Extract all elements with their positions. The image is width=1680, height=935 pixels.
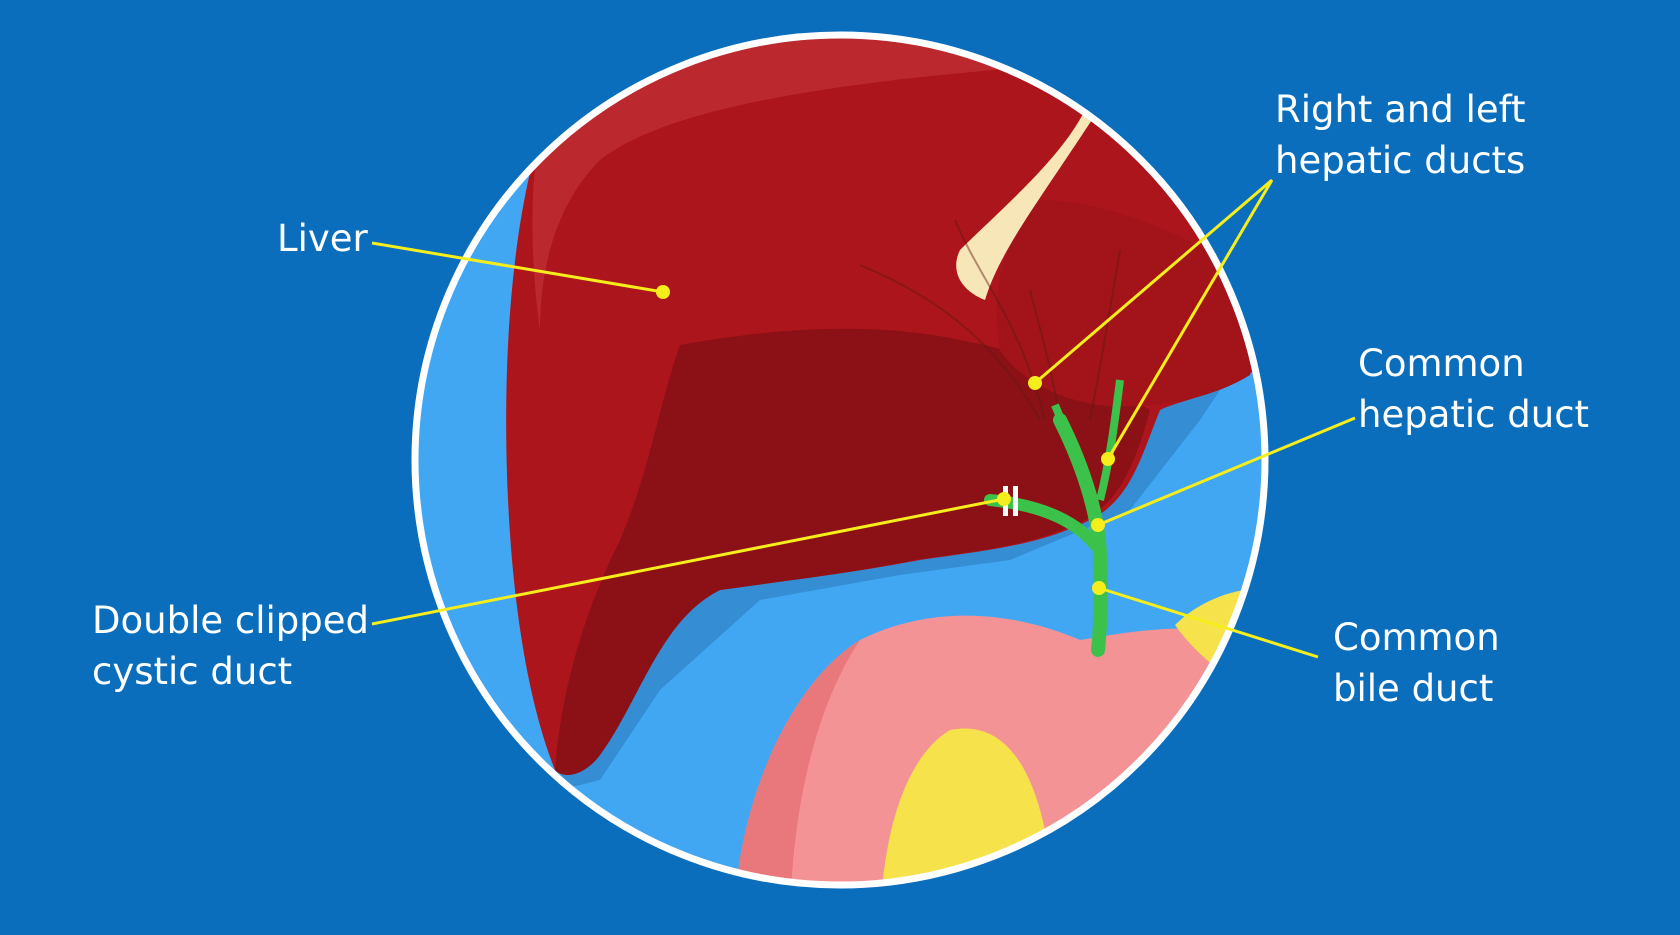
label-right-left-hepatic-ducts: Right and left hepatic ducts: [1275, 84, 1526, 186]
label-liver-text: Liver: [277, 217, 368, 260]
vessel-lines: [859, 219, 1121, 421]
right-hepatic-duct: [1051, 403, 1094, 492]
leader-left-hepatic: [1106, 179, 1274, 460]
label-liver: Liver: [277, 213, 368, 264]
label-common-bile-line-2: bile duct: [1333, 667, 1494, 710]
label-right-left-hepatic-line-1: Right and left: [1275, 88, 1526, 131]
dot-common-hepatic: [1091, 518, 1105, 532]
dot-cystic: [997, 492, 1011, 506]
label-double-clipped-cystic-duct: Double clipped cystic duct: [92, 595, 369, 697]
label-right-left-hepatic-line-2: hepatic ducts: [1275, 139, 1526, 182]
ligament: [956, 110, 1095, 300]
dot-common-bile: [1092, 581, 1106, 595]
liver-lower-lobe: [555, 328, 1150, 775]
leader-right-hepatic: [1034, 178, 1273, 385]
leader-common-bile: [1098, 586, 1319, 659]
clip-2: [1013, 486, 1018, 516]
liver-highlight: [532, 35, 1100, 330]
dot-right-hepatic: [1028, 376, 1042, 390]
left-hepatic-duct: [1096, 379, 1124, 501]
dot-liver: [656, 285, 670, 299]
duodenum-shade: [734, 640, 860, 885]
dot-left-hepatic: [1101, 452, 1115, 466]
label-cystic-line-2: cystic duct: [92, 650, 293, 693]
leader-cystic: [371, 497, 1005, 626]
label-common-bile-line-1: Common: [1333, 616, 1500, 659]
leader-liver: [371, 241, 664, 294]
leader-common-hepatic: [1097, 416, 1356, 527]
label-common-bile-duct: Common bile duct: [1333, 612, 1500, 714]
label-common-hepatic-line-2: hepatic duct: [1358, 393, 1590, 436]
label-common-hepatic-duct: Common hepatic duct: [1358, 338, 1589, 440]
view-circle-border: [411, 31, 1269, 889]
label-common-hepatic-line-1: Common: [1358, 342, 1525, 385]
label-cystic-line-1: Double clipped: [92, 599, 369, 642]
